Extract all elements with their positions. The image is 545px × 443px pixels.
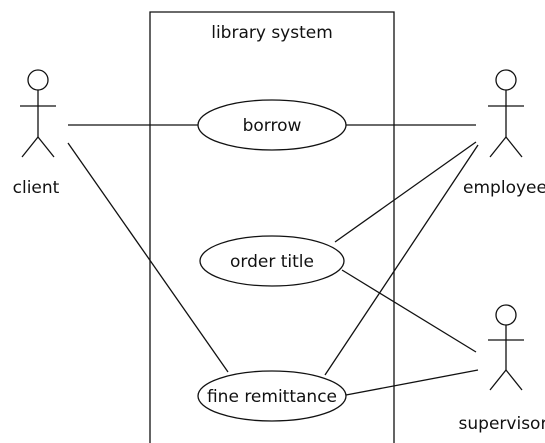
use-case-fine-remittance-label: fine remittance (207, 387, 337, 407)
association-order-title-employee (334, 141, 477, 243)
system-boundary: library system (149, 11, 395, 443)
actor-client: client (13, 69, 60, 198)
association-client-fine-remittance (67, 142, 229, 373)
actor-supervisor-label: supervisor (459, 414, 545, 434)
system-title: library system (211, 23, 333, 43)
use-case-order-title-shape (199, 235, 345, 287)
use-case-order-title-label: order title (230, 252, 314, 272)
use-case-fine-remittance: fine remittance (197, 370, 347, 422)
associations (67, 124, 479, 396)
use-case-borrow-shape (197, 99, 347, 151)
actor-employee-label: employee (463, 178, 545, 198)
use-case-fine-remittance-shape (197, 370, 347, 422)
use-case-borrow: borrow (197, 99, 347, 151)
association-fine-remittance-supervisor (345, 369, 479, 396)
actor-client-label: client (13, 178, 60, 198)
association-fine-remittance-employee (324, 144, 479, 376)
actor-employee: employee (463, 69, 545, 198)
use-case-borrow-label: borrow (243, 116, 302, 136)
association-order-title-supervisor (341, 269, 477, 353)
actor-supervisor: supervisor (459, 304, 545, 434)
actor-employee-icon (488, 69, 524, 158)
use-case-order-title: order title (199, 235, 345, 287)
actor-supervisor-icon (488, 304, 524, 391)
actor-client-icon (20, 69, 56, 158)
